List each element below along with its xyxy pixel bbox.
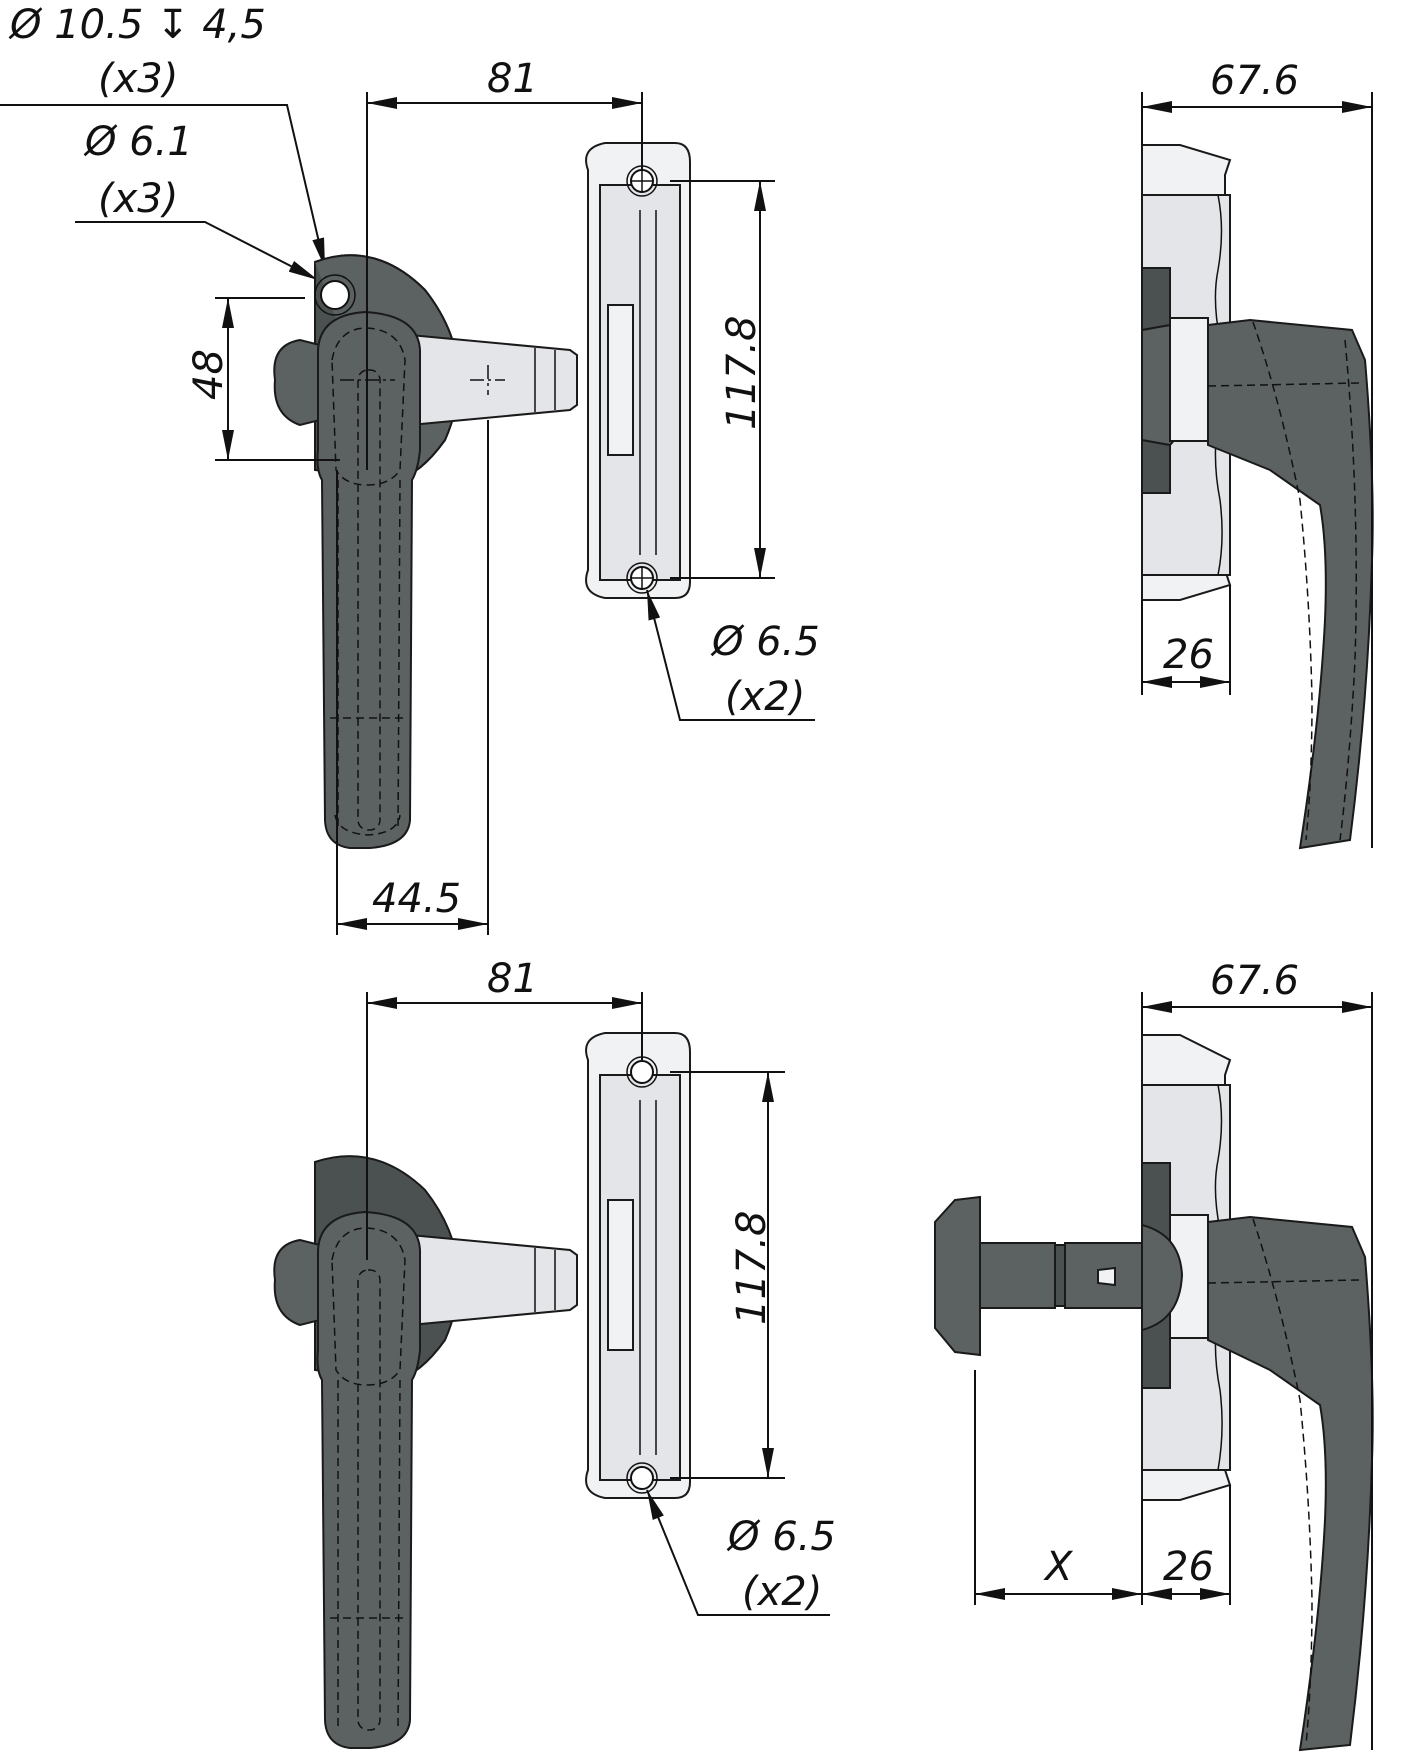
wing-grip	[273, 338, 321, 427]
bottom-side-view: 67.6 X 26	[934, 958, 1374, 1752]
mounting-bracket	[585, 1032, 691, 1499]
dim-flange-26: 26	[1163, 1544, 1214, 1590]
lever-handle	[316, 310, 421, 849]
mount-hole	[320, 280, 350, 310]
dim-variable-x: X	[1043, 1544, 1074, 1590]
small-hole-callout: Ø 6.1 (x3)	[75, 119, 319, 281]
small-hole-label: Ø 6.1	[83, 119, 193, 165]
wing-grip	[273, 1238, 321, 1327]
bracket-hole-qty: (x2)	[725, 674, 805, 720]
dim-hole-spacing: 117.8	[719, 315, 765, 430]
bracket-hole-qty: (x2)	[742, 1569, 822, 1615]
connecting-arm	[409, 1233, 578, 1327]
dim-width-81: 81	[487, 956, 538, 1002]
dim-offset-44-5: 44.5	[372, 876, 461, 922]
counterbore-label: Ø 10.5 ↧ 4,5	[8, 2, 266, 48]
bracket-hole-label: Ø 6.5	[710, 619, 820, 665]
counterbore-callout: Ø 10.5 ↧ 4,5 (x3)	[0, 2, 326, 269]
top-front-view: Ø 10.5 ↧ 4,5 (x3) Ø 6.1 (x3)	[0, 2, 820, 935]
handle-side	[1207, 1215, 1374, 1752]
lever-handle	[316, 1210, 421, 1749]
dim-flange-26: 26	[1163, 632, 1214, 678]
bottom-front-view: 81 117.8 Ø 6.5 (x2)	[273, 956, 836, 1749]
small-hole-qty: (x3)	[98, 176, 178, 222]
connecting-arm	[409, 333, 578, 427]
bracket-hole-label: Ø 6.5	[726, 1514, 836, 1560]
dim-depth-67-6: 67.6	[1210, 58, 1299, 104]
counterbore-qty: (x3)	[98, 56, 178, 102]
mounting-bracket	[585, 142, 691, 599]
top-side-view: 67.6 26	[1141, 58, 1374, 850]
extension-knob	[934, 1195, 1184, 1357]
dim-boss-48: 48	[186, 349, 232, 400]
dim-width-81: 81	[487, 56, 538, 102]
dim-hole-spacing: 117.8	[729, 1210, 775, 1325]
dim-depth-67-6: 67.6	[1210, 958, 1299, 1004]
